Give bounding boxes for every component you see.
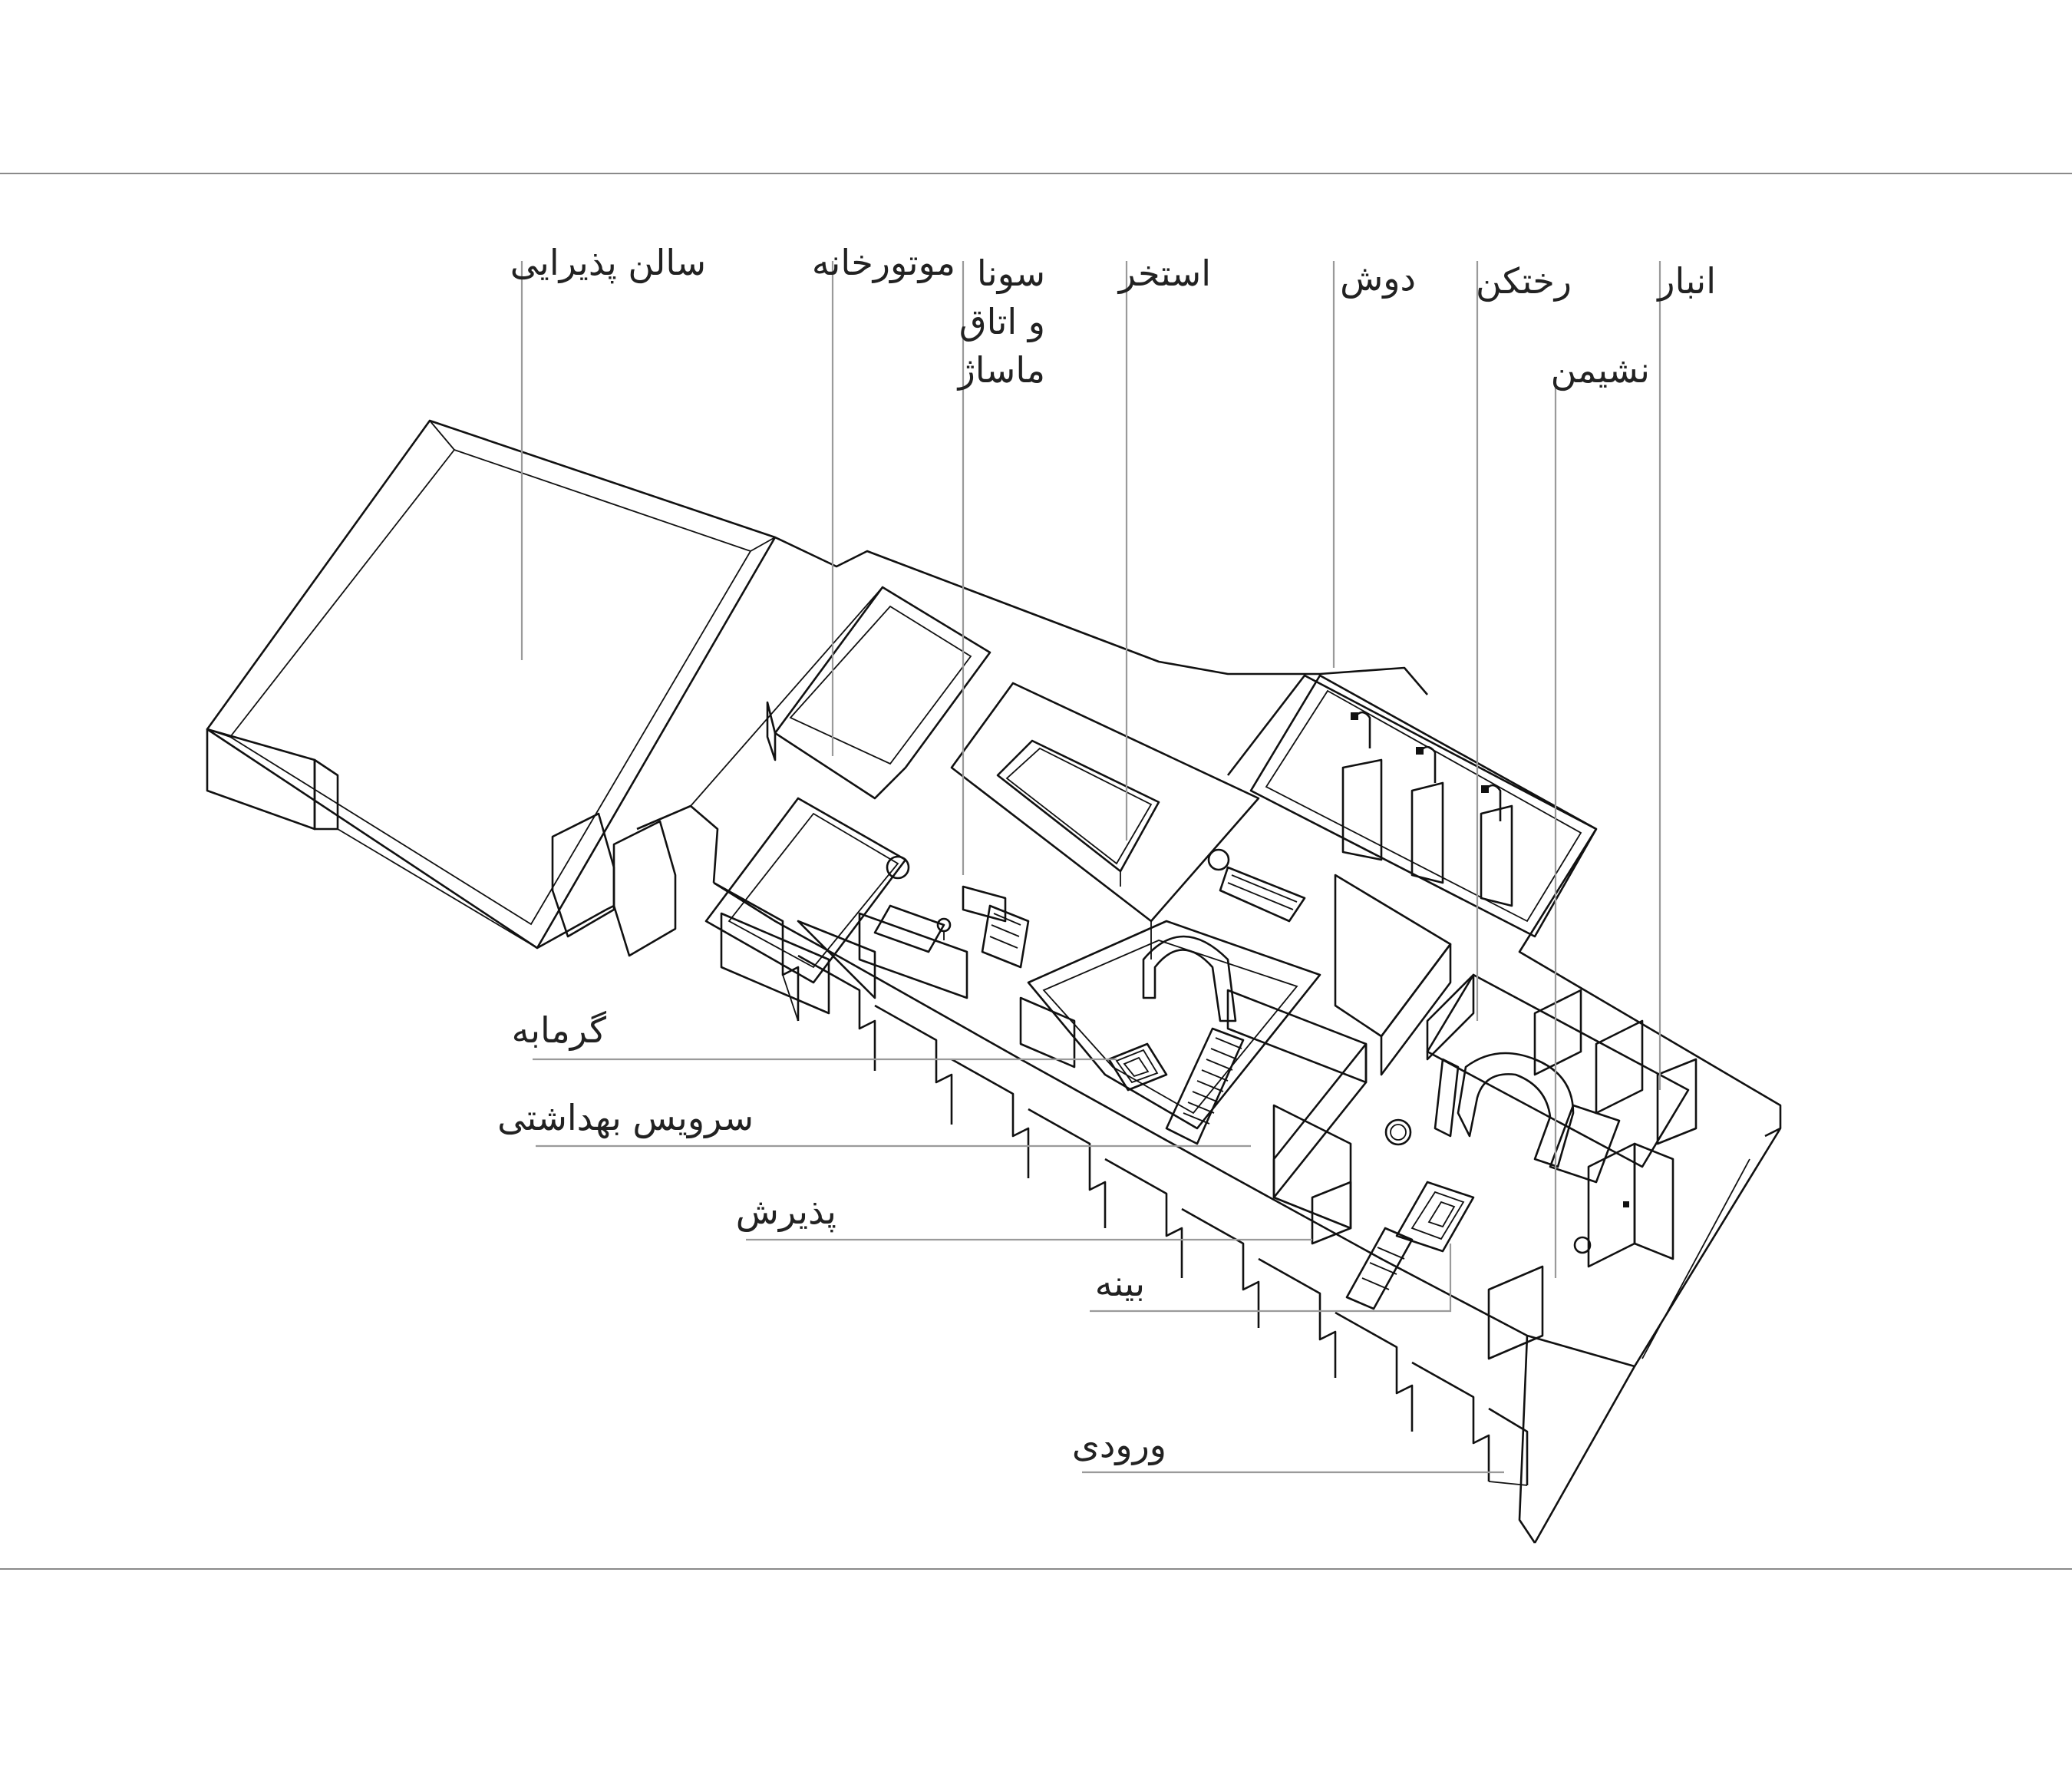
room-labels: سالن پذیرایی موتورخانه سونا و اتاق ماساژ… bbox=[497, 242, 1716, 1466]
label-sauna-line1: سونا bbox=[977, 253, 1045, 295]
changing-living-storage-block bbox=[1384, 973, 1698, 1268]
reception-hall-block bbox=[206, 419, 777, 950]
shower-block bbox=[1249, 674, 1598, 938]
label-sauna-line3: ماساژ bbox=[957, 349, 1045, 391]
label-changing-room: رختکن bbox=[1476, 260, 1572, 302]
label-living-area: نشیمن bbox=[1551, 349, 1650, 391]
main-massing bbox=[536, 536, 1782, 1544]
label-reception-hall: سالن پذیرایی bbox=[510, 242, 706, 284]
motor-room-block bbox=[636, 586, 991, 884]
sauna-block bbox=[704, 797, 1030, 999]
corridor-blocks bbox=[720, 912, 1076, 1069]
label-bathhouse: گرمابه bbox=[512, 1009, 607, 1052]
facade-piers bbox=[551, 812, 1529, 1486]
building-drawing bbox=[206, 419, 1782, 1544]
label-storage: انبار bbox=[1656, 260, 1716, 302]
central-partitions bbox=[1207, 848, 1452, 1245]
label-pool: استخر bbox=[1117, 253, 1211, 295]
label-bineh: بینه bbox=[1095, 1263, 1145, 1304]
label-motor-room: موتورخانه bbox=[812, 242, 955, 284]
label-reception: پذیرش bbox=[736, 1191, 836, 1233]
leader-lines bbox=[520, 261, 1661, 1474]
label-sauna-line2: و اتاق bbox=[959, 301, 1045, 343]
bathhouse-block bbox=[1027, 920, 1321, 1145]
label-toilet: سرویس بهداشتی bbox=[497, 1097, 754, 1139]
bineh-block bbox=[1345, 1181, 1544, 1360]
label-entrance: ورودی bbox=[1072, 1424, 1166, 1466]
label-shower: دوش bbox=[1340, 257, 1416, 299]
